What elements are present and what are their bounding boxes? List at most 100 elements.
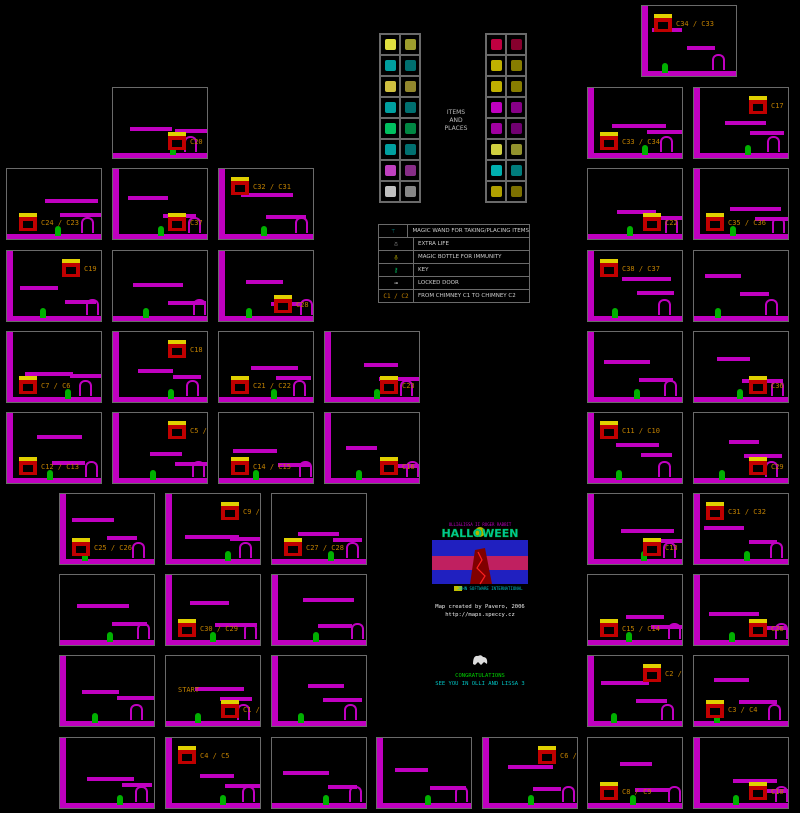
key-icon bbox=[384, 144, 396, 155]
credit-url[interactable]: http://maps.speccy.cz bbox=[445, 612, 515, 618]
floor bbox=[60, 559, 154, 564]
room: C12 / C13 bbox=[6, 412, 102, 484]
platform bbox=[626, 615, 664, 619]
fireplace-chimney bbox=[168, 213, 186, 231]
floor bbox=[166, 803, 260, 808]
floor bbox=[588, 234, 682, 239]
chest-cell bbox=[400, 97, 420, 118]
room: C29 / C30 bbox=[693, 412, 789, 484]
archway-door bbox=[400, 380, 413, 396]
plant-icon bbox=[730, 226, 736, 236]
platform bbox=[641, 453, 672, 457]
brick-wall bbox=[219, 169, 225, 239]
floor bbox=[7, 234, 101, 239]
floor bbox=[272, 721, 366, 726]
platform bbox=[333, 538, 362, 542]
fireplace-chimney bbox=[749, 782, 767, 800]
platform bbox=[130, 127, 172, 131]
platform bbox=[230, 537, 260, 541]
chimney-label: C13 / C12 bbox=[665, 544, 682, 552]
floor bbox=[7, 478, 101, 483]
publisher: JOHN SOFTWARE INTERNATIONAL bbox=[457, 586, 523, 591]
harp-cell bbox=[486, 55, 506, 76]
fireplace-chimney bbox=[168, 132, 186, 150]
platform bbox=[60, 213, 101, 217]
plant-icon bbox=[298, 713, 304, 723]
platform bbox=[195, 687, 244, 691]
goblet-icon bbox=[384, 165, 396, 176]
witch-icon bbox=[510, 123, 522, 134]
room: C17 / C16 bbox=[693, 87, 789, 159]
key-cell bbox=[400, 139, 420, 160]
room: C35 / C36 bbox=[693, 168, 789, 240]
platform bbox=[533, 787, 561, 791]
chimney-label: C23 / C24 bbox=[402, 382, 419, 390]
platform bbox=[20, 286, 58, 290]
plant-icon bbox=[313, 632, 319, 642]
room: C31 / C32 bbox=[693, 493, 789, 565]
archway-door bbox=[85, 461, 98, 477]
chimney-label: C22 / C21 bbox=[665, 219, 682, 227]
platform bbox=[168, 301, 206, 305]
platform bbox=[601, 681, 649, 685]
floor bbox=[60, 640, 154, 645]
platform bbox=[112, 622, 147, 626]
room: C10 / C11 bbox=[693, 737, 789, 809]
fireplace-chimney bbox=[706, 700, 724, 718]
archway-door bbox=[135, 786, 148, 802]
floor bbox=[694, 153, 788, 158]
platform bbox=[620, 762, 652, 766]
plant-icon bbox=[733, 795, 739, 805]
chimney-label: C16 / C17 bbox=[402, 463, 419, 471]
credit-author: Map created by Pavero, 2006 bbox=[435, 604, 525, 610]
ghost-cell bbox=[380, 181, 400, 202]
candelabra-icon bbox=[510, 81, 522, 92]
chimney-label: C30 / C29 bbox=[200, 625, 238, 633]
fireplace-chimney bbox=[538, 746, 556, 764]
platform bbox=[381, 464, 419, 468]
fireplace-chimney bbox=[178, 746, 196, 764]
archway-door bbox=[239, 542, 252, 558]
floor bbox=[113, 478, 207, 483]
fireplace-chimney bbox=[168, 340, 186, 358]
platform bbox=[122, 783, 152, 787]
platform bbox=[328, 785, 357, 789]
harp-icon bbox=[510, 60, 522, 71]
floor bbox=[588, 316, 682, 321]
archway-door bbox=[660, 136, 673, 152]
platform bbox=[323, 698, 362, 702]
witch-cell bbox=[506, 118, 526, 139]
chimney-label: C34 / C33 bbox=[676, 20, 714, 28]
brick-wall bbox=[60, 738, 66, 808]
archway-door bbox=[300, 299, 313, 315]
archway-door bbox=[668, 623, 681, 639]
fireplace-chimney bbox=[380, 457, 398, 475]
legend-row: ⚷KEY bbox=[379, 264, 529, 277]
brick-wall bbox=[113, 332, 119, 402]
plant-icon bbox=[630, 795, 636, 805]
brick-wall bbox=[113, 169, 119, 239]
legend-row: ⊸LOCKED DOOR bbox=[379, 277, 529, 290]
floor bbox=[113, 153, 207, 158]
bottle-icon bbox=[510, 186, 522, 197]
plant-icon bbox=[82, 551, 88, 561]
plant-icon bbox=[195, 713, 201, 723]
floor bbox=[7, 316, 101, 321]
plant-icon bbox=[168, 389, 174, 399]
legend-text: FROM CHIMNEY C1 TO CHIMNEY C2 bbox=[418, 293, 516, 299]
platform bbox=[758, 789, 788, 793]
brick-wall bbox=[694, 575, 700, 645]
chimney-label: C4 / C5 bbox=[200, 752, 230, 760]
plant-icon bbox=[745, 145, 751, 155]
extra-life-icon: ☃ bbox=[379, 238, 414, 250]
chimney-label: C8 / C9 bbox=[622, 788, 652, 796]
plant-icon bbox=[356, 470, 362, 480]
fireplace-chimney bbox=[600, 619, 618, 637]
plant-icon bbox=[323, 795, 329, 805]
platform bbox=[346, 446, 377, 450]
legend-text: MAGIC WAND FOR TAKING/PLACING ITEMS bbox=[412, 228, 529, 234]
fireplace-chimney bbox=[749, 619, 767, 637]
floor bbox=[694, 397, 788, 402]
floor bbox=[694, 316, 788, 321]
fireplace-chimney bbox=[19, 376, 37, 394]
